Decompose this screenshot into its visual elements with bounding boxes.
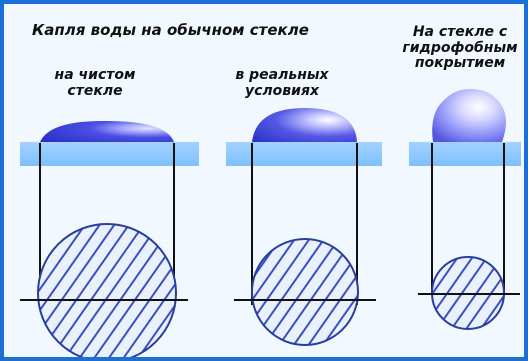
caption-real-conditions-line-1: в реальных <box>235 67 329 83</box>
glass-band-clean <box>20 142 199 166</box>
caption-hydrophobic-glass-line-3: покрытием <box>414 55 506 72</box>
caption-hydrophobic-glass-line-1: На стекле с <box>412 24 508 40</box>
caption-clean-glass: на чистом стекле <box>36 67 154 99</box>
caption-real-conditions: в реальных условиях <box>222 67 342 99</box>
glass-band-real <box>226 142 382 166</box>
caption-hydrophobic-glass: На стекле с гидрофобным покрытием <box>396 24 524 72</box>
projection-circle-clean <box>37 223 177 357</box>
glass-band-hydrophobic <box>409 142 521 166</box>
droplet-diagram-svg <box>20 89 521 357</box>
caption-clean-glass-line-2: стекле <box>67 82 123 99</box>
water-drop-hydrophobic <box>432 89 506 142</box>
caption-real-conditions-line-2: условиях <box>245 82 319 99</box>
caption-clean-glass-line-1: на чистом <box>54 67 136 83</box>
water-drop-clean <box>40 120 174 142</box>
projection-circle-real <box>251 238 359 346</box>
water-drop-real <box>252 108 357 142</box>
diagram-title: Капля воды на обычном стекле <box>32 21 309 39</box>
caption-hydrophobic-glass-line-2: гидрофобным <box>402 39 518 56</box>
